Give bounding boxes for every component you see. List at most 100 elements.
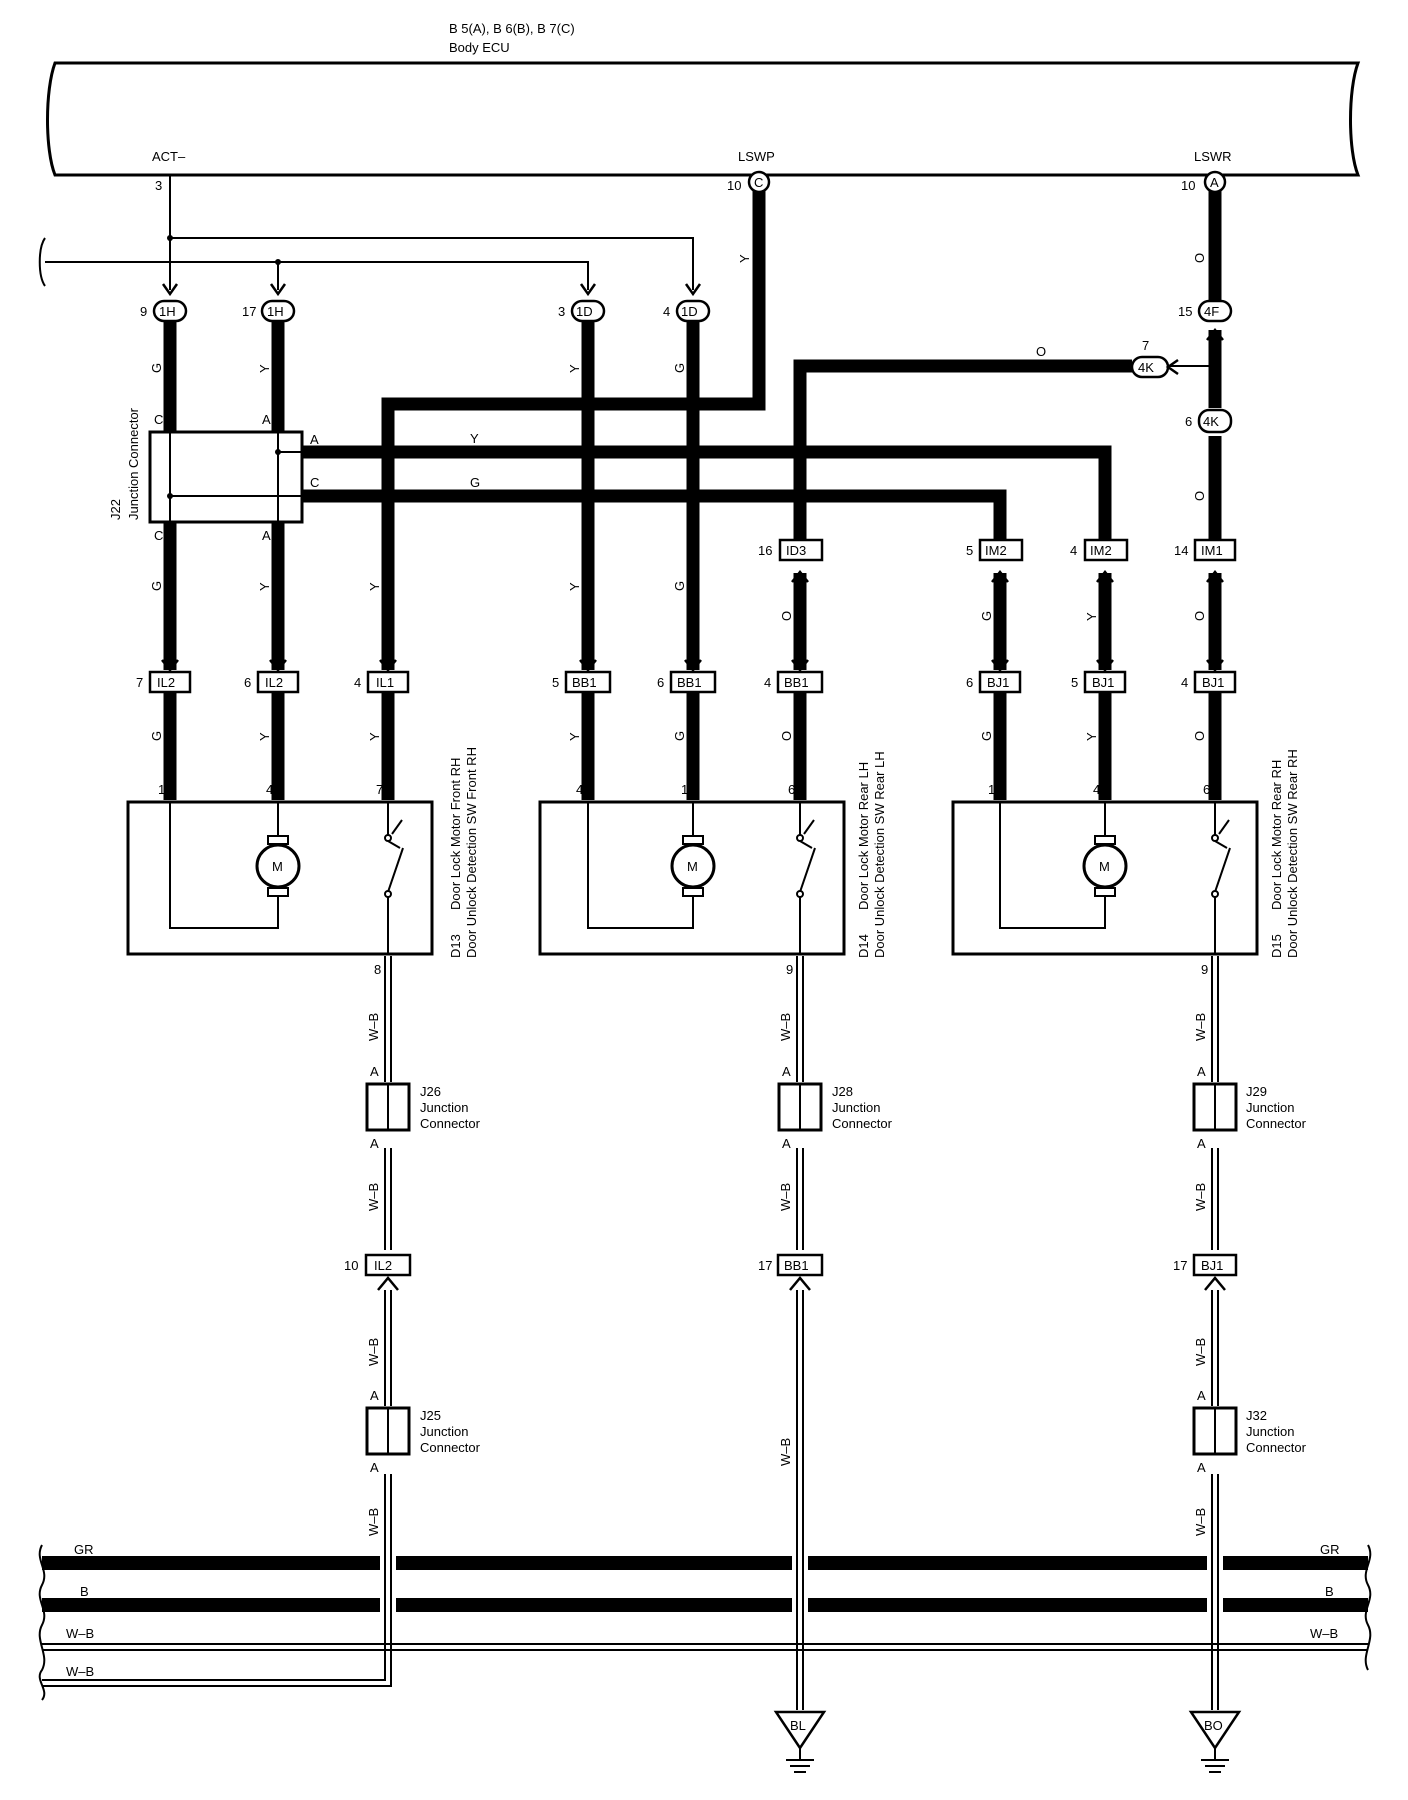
svg-text:1H: 1H [267, 304, 284, 319]
svg-text:7: 7 [1142, 338, 1149, 353]
j22-pin: C [154, 412, 163, 427]
svg-text:B: B [80, 1584, 89, 1599]
svg-text:W–B: W–B [366, 1508, 381, 1536]
svg-text:7: 7 [136, 675, 143, 690]
svg-text:4K: 4K [1138, 360, 1154, 375]
wire-color: G [149, 731, 164, 741]
wire-color: O [1036, 344, 1046, 359]
junction-connectors-row1: A A J26 Junction Connector A A J28 Junct… [365, 1064, 1307, 1151]
j22-code: J22 [108, 499, 123, 520]
wire-color: G [672, 363, 687, 373]
svg-text:BB1: BB1 [677, 675, 702, 690]
ground-path-connectors: IL2 10 BB1 17 BJ1 17 [344, 1253, 1238, 1291]
act-bus-lines [38, 175, 702, 297]
svg-text:4: 4 [764, 675, 771, 690]
svg-text:1D: 1D [681, 304, 698, 319]
svg-text:15: 15 [1178, 304, 1192, 319]
svg-text:W–B: W–B [778, 1438, 793, 1466]
ground-wires: W–B W–B W–B W–B W–B W–B W–B W–B W–B W–B … [366, 956, 1219, 1710]
svg-text:6: 6 [788, 782, 795, 797]
svg-text:Connector: Connector [1246, 1440, 1307, 1455]
svg-text:W–B: W–B [1193, 1183, 1208, 1211]
svg-text:A: A [1197, 1388, 1206, 1403]
wire-color: Y [1084, 732, 1099, 741]
svg-text:IL2: IL2 [265, 675, 283, 690]
j22-pin: A [262, 412, 271, 427]
svg-text:A: A [1197, 1064, 1206, 1079]
wire-color: Y [737, 254, 752, 263]
wire-color: Y [567, 364, 582, 373]
wire-color: Y [367, 582, 382, 591]
svg-text:W–B: W–B [778, 1013, 793, 1041]
svg-text:A: A [1210, 175, 1219, 190]
svg-text:BB1: BB1 [784, 1258, 809, 1273]
svg-text:8: 8 [374, 962, 381, 977]
svg-text:4: 4 [266, 782, 273, 797]
svg-text:J28: J28 [832, 1084, 853, 1099]
svg-text:6: 6 [966, 675, 973, 690]
svg-text:IL2: IL2 [157, 675, 175, 690]
svg-text:1: 1 [988, 782, 995, 797]
wire-color: G [979, 611, 994, 621]
svg-text:6: 6 [657, 675, 664, 690]
svg-text:A: A [370, 1064, 379, 1079]
svg-text:BJ1: BJ1 [1202, 675, 1224, 690]
junction-connectors-row2: A A J25 Junction Connector A A J32 Junct… [365, 1388, 1307, 1475]
svg-text:J26: J26 [420, 1084, 441, 1099]
svg-text:Door Unlock Detection SW Rear: Door Unlock Detection SW Rear LH [872, 751, 887, 958]
svg-text:W–B: W–B [66, 1626, 94, 1641]
ecu-pin-lswp: 10 [727, 178, 741, 193]
svg-text:Connector: Connector [420, 1440, 481, 1455]
component-d14: M 4 1 6 D14 Door Lock Motor Rear LH Door… [538, 751, 887, 977]
svg-text:5: 5 [966, 543, 973, 558]
svg-text:A: A [370, 1388, 379, 1403]
ecu-pin-lswr: 10 [1181, 178, 1195, 193]
svg-text:Connector: Connector [420, 1116, 481, 1131]
svg-text:W–B: W–B [366, 1338, 381, 1366]
ground-bl: BL [773, 1710, 827, 1773]
svg-text:W–B: W–B [1193, 1338, 1208, 1366]
svg-text:B: B [1325, 1584, 1334, 1599]
svg-text:D13: D13 [448, 934, 463, 958]
svg-text:1D: 1D [576, 304, 593, 319]
svg-text:9: 9 [140, 304, 147, 319]
svg-text:J25: J25 [420, 1408, 441, 1423]
svg-text:W–B: W–B [366, 1013, 381, 1041]
thick-wires [163, 190, 1222, 800]
ecu-signal-lswp: LSWP [738, 149, 775, 164]
component-d13: M 1 4 7 D13 Door Lock Motor Front RH Doo… [126, 747, 479, 977]
wire-color: O [779, 731, 794, 741]
ecu-pin-act: 3 [155, 178, 162, 193]
body-ecu: B 5(A), B 6(B), B 7(C) Body ECU ACT– LSW… [46, 21, 1361, 193]
svg-text:Connector: Connector [1246, 1116, 1307, 1131]
svg-text:BL: BL [790, 1718, 806, 1733]
svg-text:Junction: Junction [1246, 1100, 1294, 1115]
svg-text:M: M [272, 859, 283, 874]
svg-text:IL1: IL1 [376, 675, 394, 690]
svg-text:17: 17 [242, 304, 256, 319]
svg-text:A: A [370, 1460, 379, 1475]
wire-color: O [1192, 253, 1207, 263]
svg-text:GR: GR [74, 1542, 94, 1557]
svg-text:6: 6 [244, 675, 251, 690]
svg-text:9: 9 [786, 962, 793, 977]
svg-text:17: 17 [1173, 1258, 1187, 1273]
svg-text:3: 3 [558, 304, 565, 319]
svg-text:Door Lock Motor Rear LH: Door Lock Motor Rear LH [856, 762, 871, 910]
wire-color: G [470, 475, 480, 490]
svg-text:W–B: W–B [66, 1664, 94, 1679]
j22-junction-connector: C A C A A C J22 Junction Connector [108, 407, 319, 543]
svg-text:4K: 4K [1203, 414, 1219, 429]
svg-text:5: 5 [1071, 675, 1078, 690]
svg-text:IM2: IM2 [1090, 543, 1112, 558]
j22-pin: C [310, 475, 319, 490]
wire-color: Y [567, 732, 582, 741]
wire-color: G [149, 363, 164, 373]
wire-color: Y [367, 732, 382, 741]
svg-text:A: A [1197, 1136, 1206, 1151]
svg-text:1: 1 [158, 782, 165, 797]
svg-text:Door Lock Motor Front RH: Door Lock Motor Front RH [448, 758, 463, 910]
ecu-name: Body ECU [449, 40, 510, 55]
wire-color: Y [257, 582, 272, 591]
